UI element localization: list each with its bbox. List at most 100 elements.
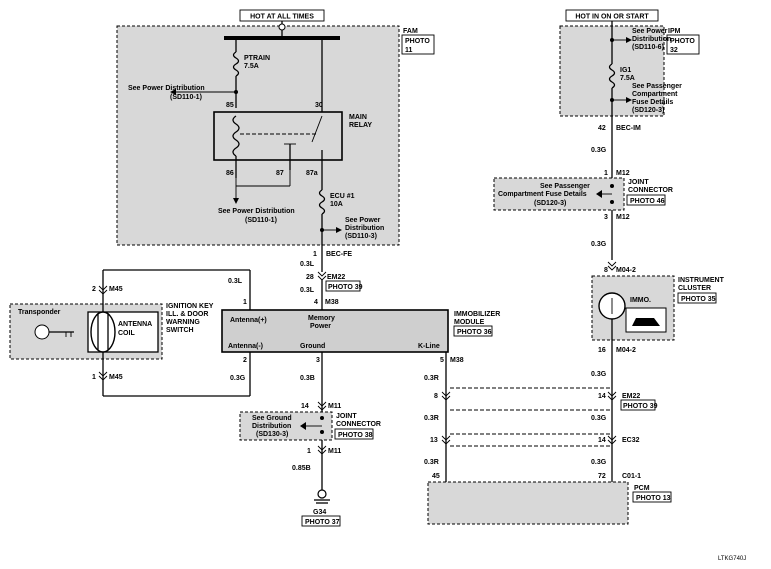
- svg-text:MAIN: MAIN: [349, 114, 367, 121]
- ground-icon: [314, 489, 330, 504]
- bus-terminal-icon: [278, 23, 286, 31]
- svg-text:5: 5: [440, 357, 444, 364]
- svg-text:See Passenger: See Passenger: [540, 183, 590, 190]
- svg-text:PHOTO 39: PHOTO 39: [623, 403, 658, 410]
- svg-text:CLUSTER: CLUSTER: [678, 285, 711, 292]
- svg-text:0.3L: 0.3L: [300, 287, 315, 294]
- svg-text:Memory: Memory: [308, 315, 335, 322]
- svg-text:M04-2: M04-2: [616, 347, 636, 354]
- svg-text:WARNING: WARNING: [166, 319, 200, 326]
- svg-text:M11: M11: [328, 403, 341, 410]
- relay-coil-icon: [232, 115, 240, 157]
- svg-text:PHOTO 13: PHOTO 13: [636, 495, 671, 502]
- svg-text:(SD110-1): (SD110-1): [170, 94, 202, 101]
- svg-text:M12: M12: [616, 170, 630, 177]
- svg-text:M38: M38: [325, 299, 339, 306]
- ptrain-fuse-icon: [232, 51, 240, 77]
- svg-text:3: 3: [604, 214, 608, 221]
- svg-text:Compartment Fuse Details: Compartment Fuse Details: [498, 191, 587, 198]
- svg-text:CONNECTOR: CONNECTOR: [628, 187, 673, 194]
- svg-text:30: 30: [315, 102, 323, 109]
- svg-text:72: 72: [598, 473, 606, 480]
- svg-text:IMMO.: IMMO.: [630, 297, 651, 304]
- svg-text:Fuse Details: Fuse Details: [632, 99, 673, 106]
- svg-text:2: 2: [243, 357, 247, 364]
- svg-text:K-Line: K-Line: [418, 343, 440, 350]
- svg-text:10A: 10A: [330, 201, 343, 208]
- svg-text:PHOTO 39: PHOTO 39: [328, 284, 363, 291]
- svg-text:See Power Distribution: See Power Distribution: [218, 208, 295, 215]
- diagram-code: LTKG740J: [718, 556, 746, 562]
- main-relay: [213, 111, 343, 161]
- svg-text:1: 1: [243, 299, 247, 306]
- svg-text:28: 28: [306, 274, 314, 281]
- svg-text:PHOTO 36: PHOTO 36: [457, 329, 492, 336]
- svg-text:3: 3: [316, 357, 320, 364]
- svg-text:16: 16: [598, 347, 606, 354]
- svg-text:Ground: Ground: [300, 343, 325, 350]
- svg-text:M38: M38: [450, 357, 464, 364]
- svg-text:14: 14: [598, 437, 606, 444]
- svg-text:COIL: COIL: [118, 330, 135, 337]
- svg-text:1: 1: [307, 448, 311, 455]
- svg-text:8: 8: [434, 393, 438, 400]
- svg-text:87a: 87a: [306, 170, 318, 177]
- svg-text:PCM: PCM: [634, 485, 650, 492]
- svg-text:32: 32: [670, 47, 678, 54]
- svg-text:0.3R: 0.3R: [424, 375, 439, 382]
- svg-text:EC32: EC32: [622, 437, 640, 444]
- immobilizer-module: [221, 309, 449, 353]
- svg-text:Distribution: Distribution: [632, 36, 671, 43]
- antenna-coil-icon: [90, 311, 116, 353]
- svg-text:PHOTO 46: PHOTO 46: [630, 198, 665, 205]
- svg-text:RELAY: RELAY: [349, 122, 372, 129]
- svg-text:0.85B: 0.85B: [292, 465, 311, 472]
- svg-text:45: 45: [432, 473, 440, 480]
- svg-text:IGNITION KEY: IGNITION KEY: [166, 303, 214, 310]
- pcm-box: [427, 481, 629, 525]
- svg-text:1: 1: [604, 170, 608, 177]
- svg-text:M45: M45: [109, 374, 123, 381]
- svg-text:See Power: See Power: [632, 28, 668, 35]
- header-hot-at-all-times: HOT AT ALL TIMES: [239, 9, 325, 22]
- svg-text:See Power: See Power: [345, 217, 381, 224]
- header-hot-in-on: HOT IN ON OR START: [565, 9, 659, 22]
- svg-text:Distribution: Distribution: [252, 423, 291, 430]
- svg-text:See Power Distribution: See Power Distribution: [128, 85, 205, 92]
- svg-text:7.5A: 7.5A: [244, 63, 259, 70]
- svg-text:EM22: EM22: [327, 274, 345, 281]
- svg-text:1: 1: [92, 374, 96, 381]
- svg-text:Power: Power: [310, 323, 331, 330]
- fam-label: FAM: [403, 28, 418, 35]
- svg-text:PTRAIN: PTRAIN: [244, 55, 270, 62]
- svg-text:4: 4: [314, 299, 318, 306]
- svg-text:HOT AT ALL TIMES: HOT AT ALL TIMES: [250, 14, 314, 21]
- svg-text:See Passenger: See Passenger: [632, 83, 682, 90]
- svg-text:IMMOBILIZER: IMMOBILIZER: [454, 311, 500, 318]
- svg-text:MODULE: MODULE: [454, 319, 485, 326]
- svg-text:INSTRUMENT: INSTRUMENT: [678, 277, 725, 284]
- svg-text:PHOTO 38: PHOTO 38: [338, 432, 373, 439]
- svg-text:11: 11: [405, 47, 413, 54]
- svg-text:0.3G: 0.3G: [230, 375, 246, 382]
- svg-text:14: 14: [598, 393, 606, 400]
- fam-box: [116, 25, 400, 246]
- svg-text:0.3G: 0.3G: [591, 371, 607, 378]
- svg-text:HOT IN ON OR START: HOT IN ON OR START: [575, 14, 649, 21]
- svg-text:0.3B: 0.3B: [300, 375, 315, 382]
- svg-text:SWITCH: SWITCH: [166, 327, 194, 334]
- svg-text:EM22: EM22: [622, 393, 640, 400]
- svg-text:See Ground: See Ground: [252, 415, 292, 422]
- svg-text:CONNECTOR: CONNECTOR: [336, 421, 381, 428]
- svg-text:0.3L: 0.3L: [300, 261, 315, 268]
- svg-text:Antenna(-): Antenna(-): [228, 343, 263, 350]
- svg-text:M45: M45: [109, 286, 123, 293]
- svg-text:1: 1: [313, 251, 317, 258]
- svg-text:C01-1: C01-1: [622, 473, 641, 480]
- svg-text:0.3G: 0.3G: [591, 241, 607, 248]
- ecu-fuse-icon: [318, 189, 326, 215]
- svg-text:M11: M11: [328, 448, 341, 455]
- svg-text:42: 42: [598, 125, 606, 132]
- svg-text:(SD130-3): (SD130-3): [256, 431, 288, 438]
